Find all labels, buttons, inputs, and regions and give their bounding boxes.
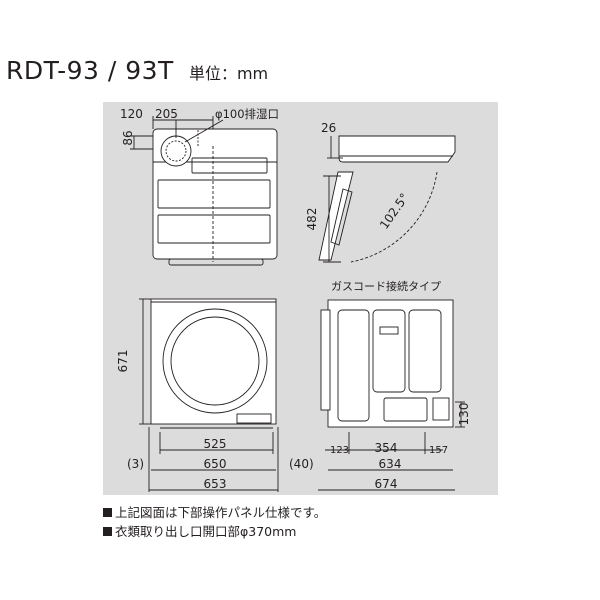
- top-view: 671 525 (3) 650 653: [116, 298, 279, 492]
- note-item: 衣類取り出し口開口部φ370mm: [103, 522, 326, 541]
- door-swing-arc: [350, 171, 438, 263]
- front-upper-panel: [157, 179, 271, 209]
- top-control-box: [236, 413, 272, 424]
- rear-panel-right: [408, 309, 442, 393]
- front-view: 120 205 φ100排湿口 86: [120, 107, 279, 266]
- exhaust-port: [160, 135, 192, 167]
- notes: 上記図面は下部操作パネル仕様です。 衣類取り出し口開口部φ370mm: [103, 503, 326, 541]
- front-base: [168, 258, 264, 266]
- dim-label-482: 482: [305, 208, 319, 231]
- rear-body: [327, 299, 454, 428]
- front-lower-panel: [157, 214, 271, 244]
- note-text: 衣類取り出し口開口部φ370mm: [115, 524, 297, 539]
- side-door: [318, 171, 354, 261]
- note-text: 上記図面は下部操作パネル仕様です。: [115, 505, 327, 520]
- front-control-panel: [191, 157, 268, 174]
- dim-label-angle: 102.5°: [377, 191, 412, 232]
- rear-gas-inlet: [383, 397, 428, 422]
- bullet-square-icon: [103, 527, 112, 536]
- exhaust-port-inner: [165, 140, 187, 162]
- rear-panel-middle: [372, 309, 406, 393]
- side-door-inner: [330, 188, 353, 246]
- rear-view-label: ガスコード接続タイプ: [331, 279, 441, 293]
- dim-label-354: 354: [375, 441, 398, 455]
- note-item: 上記図面は下部操作パネル仕様です。: [103, 503, 326, 522]
- unit-label: 単位：mm: [188, 64, 269, 83]
- dim-label-674: 674: [375, 477, 398, 491]
- dim-label-130: 130: [457, 403, 471, 426]
- dim-label-205: 205: [155, 107, 178, 121]
- rear-connector: [432, 397, 450, 421]
- dim-label-650: 650: [204, 457, 227, 471]
- page-title: RDT-93 / 93T: [6, 56, 174, 85]
- title-row: RDT-93 / 93T 単位：mm: [6, 56, 268, 85]
- drum-opening-inner: [170, 316, 260, 406]
- dim-label-26: 26: [321, 121, 336, 135]
- leader-exhaust: [184, 119, 224, 143]
- dim-label-3: (3): [127, 457, 144, 471]
- dim-label-120: 120: [120, 107, 143, 121]
- dim-label-40: (40): [289, 457, 314, 471]
- side-body: [338, 135, 456, 163]
- rear-panel-label: [379, 326, 399, 335]
- side-view: 26 482 102.5°: [305, 121, 456, 263]
- rear-panel-left: [337, 309, 370, 422]
- drawing-svg: 120 205 φ100排湿口 86 26 482 102.5°: [116, 107, 471, 492]
- rear-view: ガスコード接続タイプ 123 354 157 130 (40) 634 674: [289, 279, 471, 491]
- bullet-square-icon: [103, 508, 112, 517]
- dim-label-157: 157: [429, 445, 448, 456]
- dim-label-671: 671: [116, 350, 130, 373]
- dim-label-123: 123: [330, 445, 349, 456]
- dim-label-653: 653: [204, 477, 227, 491]
- dim-label-exhaust: φ100排湿口: [215, 107, 279, 121]
- rear-side-bump: [320, 309, 331, 411]
- dim-label-86: 86: [121, 130, 135, 145]
- dim-label-525: 525: [204, 437, 227, 451]
- dim-label-634: 634: [379, 457, 402, 471]
- drawing-panel: 120 205 φ100排湿口 86 26 482 102.5°: [103, 102, 498, 495]
